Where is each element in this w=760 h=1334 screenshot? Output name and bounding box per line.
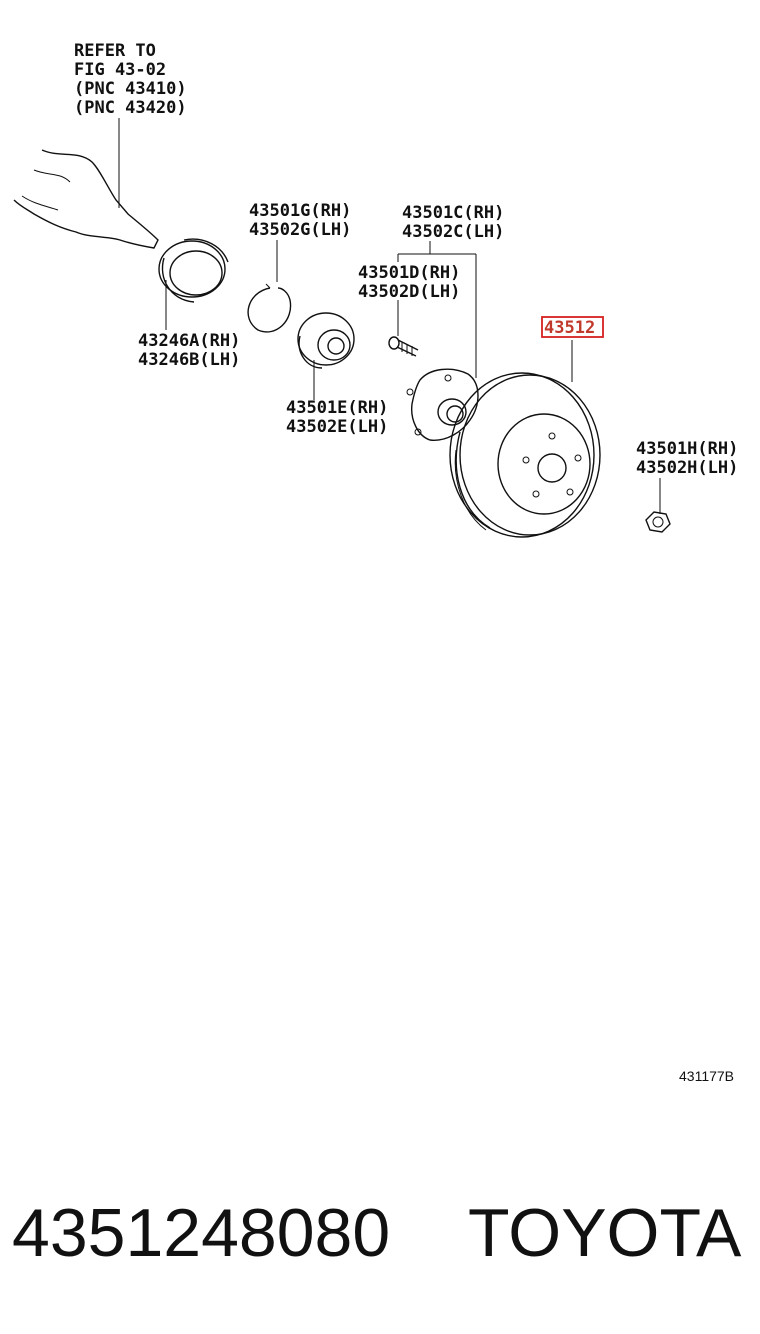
part-number: 4351248080: [12, 1195, 390, 1271]
drive-shaft-illustration: [13, 149, 159, 249]
brand-name: TOYOTA: [468, 1195, 742, 1271]
refer-line-4[interactable]: (PNC 43420): [74, 98, 187, 118]
disc-highlight-box: [541, 316, 604, 338]
label-seal-lh[interactable]: 43246B(LH): [138, 350, 240, 370]
label-disc[interactable]: 43512: [544, 318, 595, 338]
label-bearing-lh[interactable]: 43502E(LH): [286, 417, 388, 437]
refer-line-1: REFER TO: [74, 41, 156, 61]
figure-code: 431177B: [679, 1068, 734, 1084]
hub-leaders: [397, 241, 477, 378]
snap-ring[interactable]: [247, 240, 292, 333]
label-snap-ring-rh[interactable]: 43501G(RH): [249, 201, 351, 221]
hub-bolt[interactable]: [388, 300, 419, 357]
refer-line-3[interactable]: (PNC 43410): [74, 79, 187, 99]
refer-line-2: FIG 43-02: [74, 60, 166, 80]
label-seal-rh[interactable]: 43246A(RH): [138, 331, 240, 351]
hub-nut[interactable]: [645, 478, 671, 533]
label-hub-lh[interactable]: 43502C(LH): [402, 222, 504, 242]
label-bolt-rh[interactable]: 43501D(RH): [358, 263, 460, 283]
brake-disc[interactable]: [449, 340, 601, 538]
refer-note: REFER TO FIG 43-02 (PNC 43410) (PNC 4342…: [74, 41, 187, 208]
label-bolt-lh[interactable]: 43502D(LH): [358, 282, 460, 302]
label-snap-ring-lh[interactable]: 43502G(LH): [249, 220, 351, 240]
oil-seal[interactable]: [158, 238, 229, 330]
label-nut-rh[interactable]: 43501H(RH): [636, 439, 738, 459]
axle-hub[interactable]: [406, 368, 479, 441]
label-nut-lh[interactable]: 43502H(LH): [636, 458, 738, 478]
hub-bearing[interactable]: [297, 312, 355, 400]
label-hub-rh[interactable]: 43501C(RH): [402, 203, 504, 223]
label-bearing-rh[interactable]: 43501E(RH): [286, 398, 388, 418]
